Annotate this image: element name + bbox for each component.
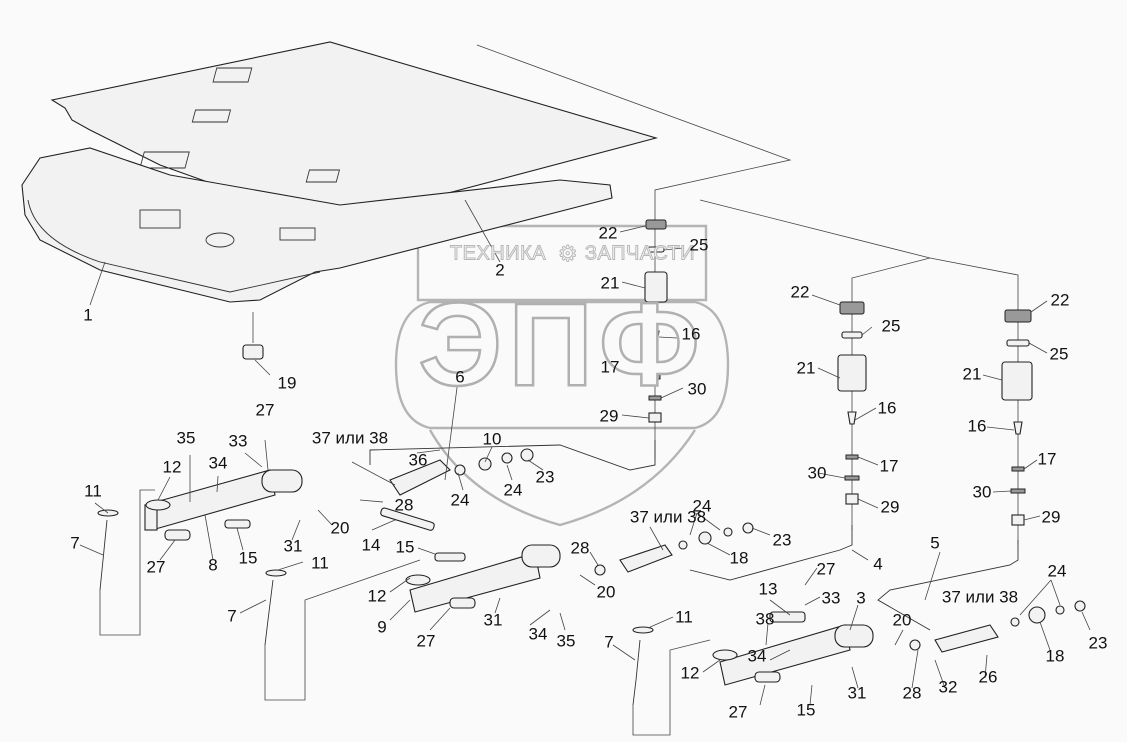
callout-label: 15 [395,537,415,557]
callout-label: 16 [681,324,701,344]
callout-label: 27 [816,559,836,579]
callout-label: 11 [675,607,693,627]
callout-label: 21 [796,358,816,378]
leader-lines [79,199,1091,706]
callout-label: 29 [599,406,619,426]
callout-label: 17 [1037,449,1057,469]
callout-label: 32 [938,677,958,697]
callout-label: 28 [902,683,922,703]
callout-label: 13 [758,579,778,599]
callout-label: 22 [1050,290,1070,310]
callout-label: 21 [962,364,982,384]
callout-label: 30 [972,482,992,502]
pedal-assembly-2 [264,507,561,701]
callout-label: 3 [856,588,866,608]
callout-label: 18 [1045,646,1065,666]
reservoir-assembly-1 [369,44,792,471]
callout-label: 31 [283,536,303,556]
callout-label: 28 [394,495,414,515]
callout-label: 33 [228,431,248,451]
callout-label: 6 [455,367,465,387]
callout-label: 15 [796,700,816,720]
callout-label: 25 [689,235,709,255]
callout-label: 31 [483,610,503,630]
master-cylinder-1 [389,448,534,496]
floor-base-1 [21,147,613,303]
callout-label: 25 [1049,344,1069,364]
watermark-left-text: ТЕХНИКА [449,242,547,265]
master-cylinder-2 [594,522,754,576]
callout-label: 25 [881,316,901,336]
callout-label: 37 или 38 [941,587,1019,607]
gear-icon: ⚙ [557,241,579,267]
callout-label: 7 [604,632,614,652]
callout-label: 16 [967,416,987,436]
watermark-right-text: ЗАПЧАСТИ [584,242,696,265]
callout-label: 27 [146,557,166,577]
reservoir-assembly-2 [689,199,931,581]
callout-label: 4 [873,554,883,574]
callout-label: 7 [227,606,237,626]
callout-label: 7 [70,533,80,553]
callout-label: 12 [367,586,387,606]
callout-label: 23 [535,467,555,487]
callout-label: 1 [83,305,93,325]
callout-label: 15 [238,548,258,568]
callout-label: 9 [377,617,387,637]
callout-label: 34 [208,453,228,473]
callout-label: 23 [1088,633,1108,653]
callout-label: 27 [416,631,436,651]
callout-label: 18 [729,548,749,568]
callout-label: 34 [528,624,548,644]
callout-label: 12 [680,663,700,683]
callout-label: 17 [600,357,620,377]
callout-label: 21 [600,273,620,293]
callout-label: 11 [311,553,329,573]
reservoir-assembly-3 [877,257,1033,631]
callout-label: 28 [570,538,590,558]
master-cylinder-3 [909,600,1086,653]
callout-label: 5 [930,533,940,553]
pedal-assembly-3 [632,611,874,736]
callout-label: 26 [978,667,998,687]
callout-label: 35 [176,428,196,448]
callout-label: 27 [255,400,275,420]
watermark-logo: ЭПФ [417,278,706,413]
pedal-assembly-1 [97,469,303,636]
callout-label: 24 [692,496,712,516]
callout-label: 27 [728,702,748,722]
callout-label: 22 [790,282,810,302]
callout-label: 37 или 38 [311,428,389,448]
callout-label: 20 [596,582,616,602]
part-19-bushing [242,312,264,360]
callout-label: 20 [892,610,912,630]
callout-label: 34 [747,646,767,666]
callout-label: 19 [277,373,297,393]
callout-label: 8 [208,555,218,575]
callout-label: 29 [1041,507,1061,527]
callout-label: 2 [495,260,505,280]
callout-label: 31 [847,683,867,703]
callout-label: 30 [687,379,707,399]
callout-label: 24 [1047,561,1067,581]
callout-label: 29 [880,497,900,517]
callout-label: 22 [598,223,618,243]
callout-label: 12 [162,457,182,477]
callout-label: 36 [408,450,428,470]
callout-label: 37 или 38 [629,507,707,527]
callout-label: 24 [450,490,470,510]
callout-label: 16 [877,398,897,418]
callout-label: 20 [330,518,350,538]
callout-label: 17 [879,456,899,476]
callout-label: 14 [361,535,381,555]
callout-label: 23 [772,530,792,550]
callout-label: 35 [556,631,576,651]
callout-label: 33 [821,588,841,608]
callout-label: 30 [807,463,827,483]
callout-label: 24 [503,480,523,500]
callout-label: 38 [755,609,775,629]
callout-label: 10 [482,429,502,449]
callout-label: 11 [84,481,102,501]
